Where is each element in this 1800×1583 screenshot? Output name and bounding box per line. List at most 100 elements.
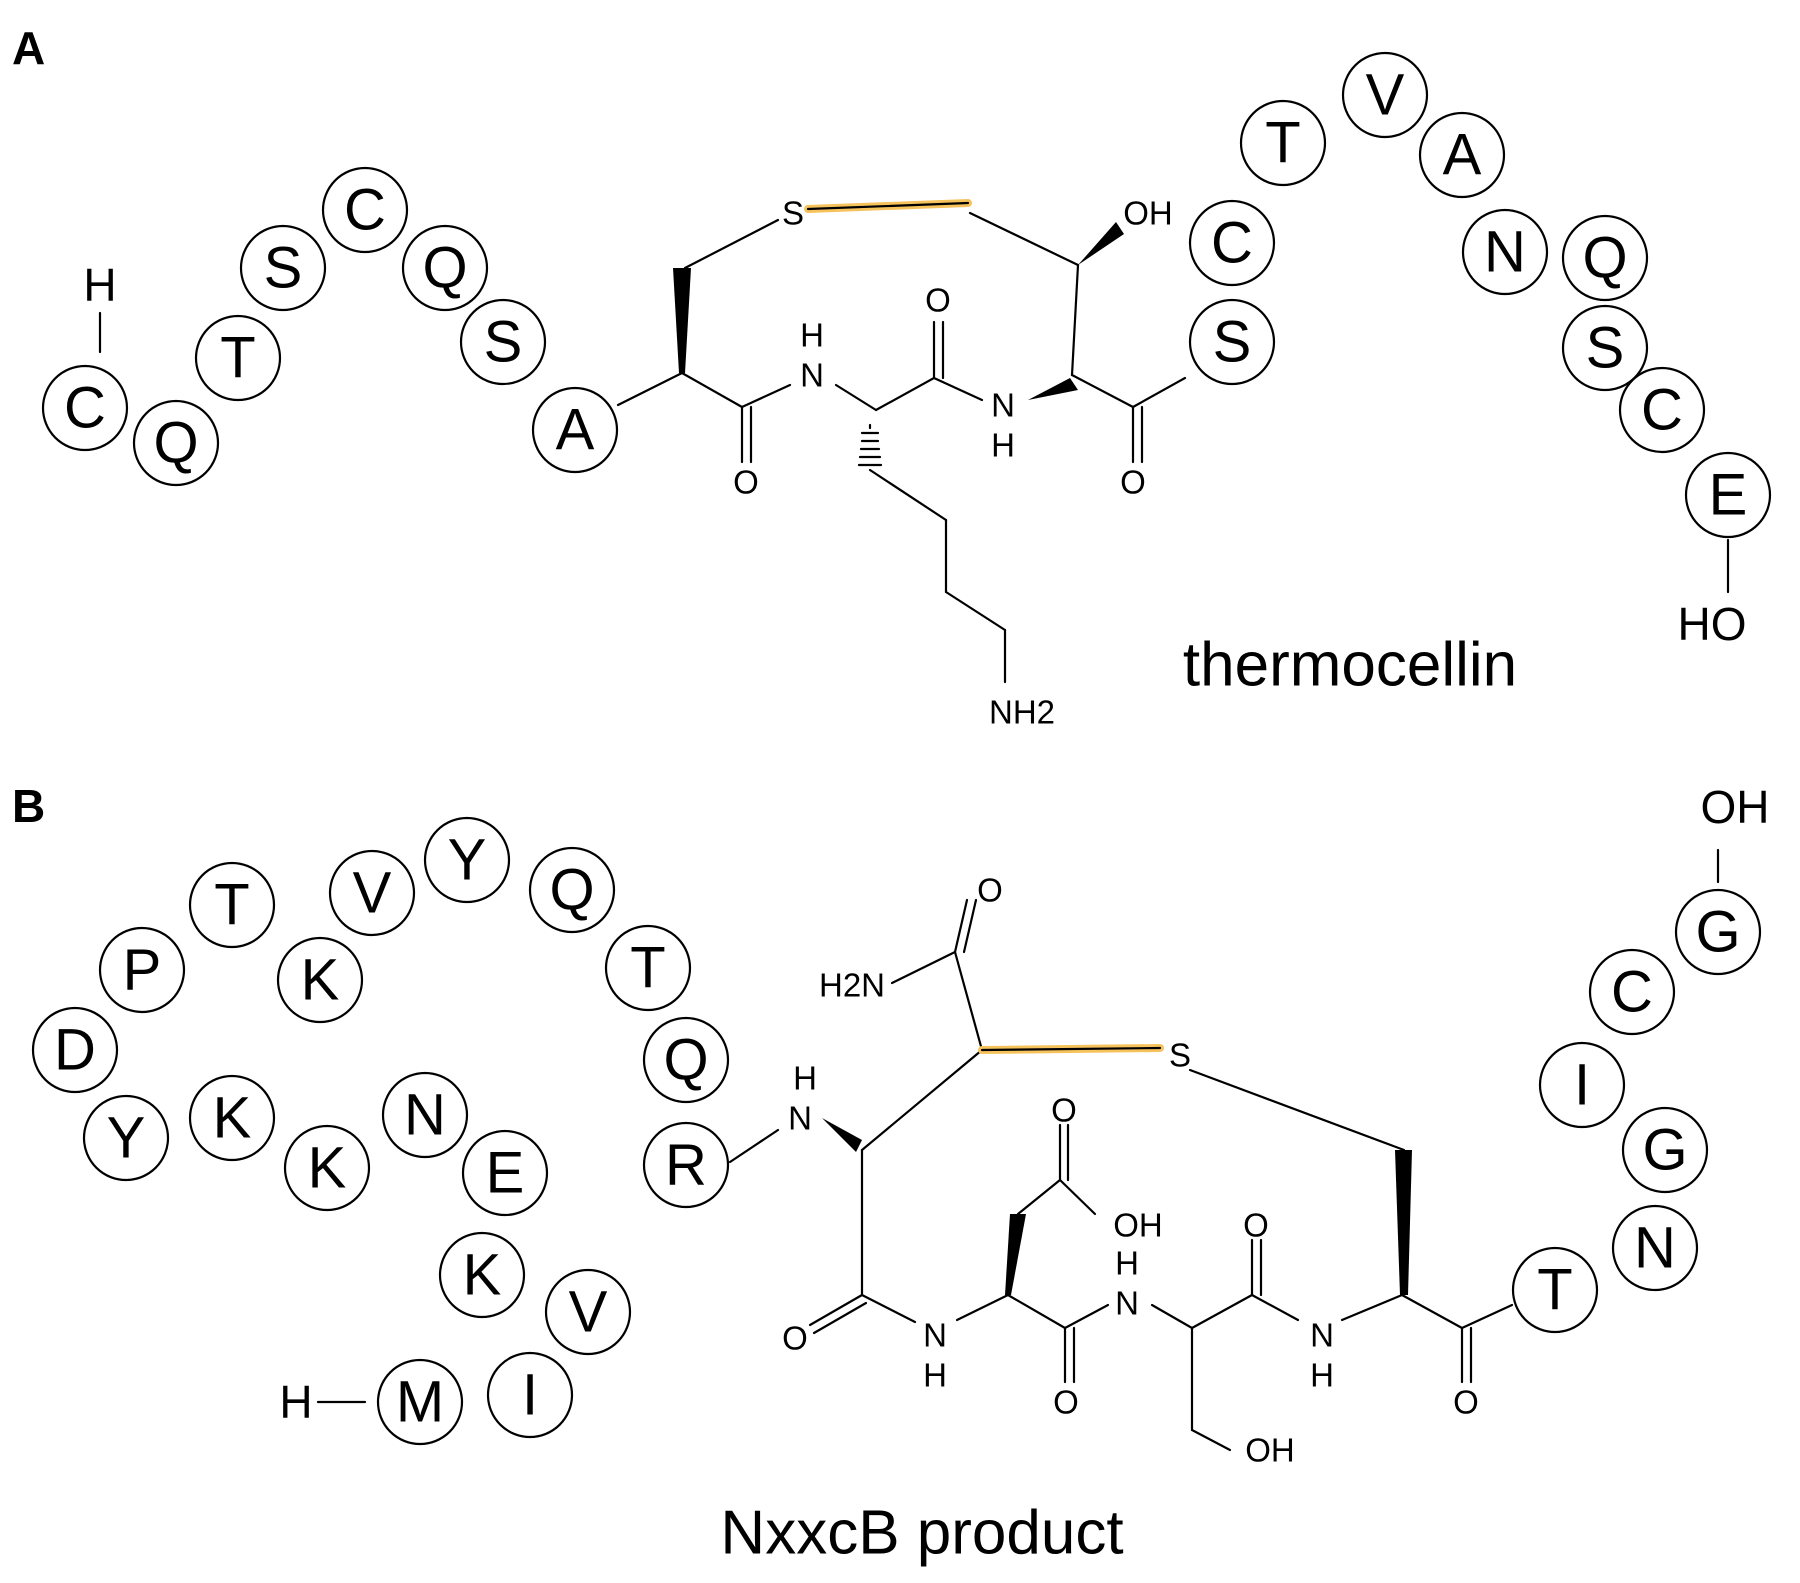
svg-text:O: O xyxy=(782,1320,808,1357)
svg-text:S: S xyxy=(264,236,303,301)
residue-b-22: G xyxy=(1621,1106,1709,1194)
svg-text:O: O xyxy=(977,872,1003,909)
svg-text:K: K xyxy=(308,1136,347,1201)
atom-labels-a: S OH O H N O N H O NH2 xyxy=(733,195,1173,731)
svg-text:H: H xyxy=(793,1060,817,1097)
svg-text:N: N xyxy=(788,1100,812,1137)
residue-b-16: Q xyxy=(528,846,616,934)
svg-text:Q: Q xyxy=(1582,226,1627,291)
residue-b-7: K xyxy=(283,1124,371,1212)
n-term-label-a: H xyxy=(83,259,116,311)
svg-text:C: C xyxy=(1641,378,1683,443)
residue-b-2: I xyxy=(486,1351,574,1439)
svg-text:S: S xyxy=(484,310,523,375)
panel-label-a: A xyxy=(12,22,45,74)
residue-b-10: D xyxy=(31,1006,119,1094)
atom-labels-b: H2N O S H N O OH O N H O H N O N H O OH xyxy=(782,872,1479,1469)
svg-text:Y: Y xyxy=(107,1106,146,1171)
core-structure-a xyxy=(616,211,1187,684)
svg-text:Q: Q xyxy=(549,858,594,923)
svg-text:H2N: H2N xyxy=(819,967,885,1004)
peptide-name-b: NxxcB product xyxy=(720,1499,1123,1568)
residue-b-12: T xyxy=(188,861,276,949)
residue-a-8: A xyxy=(531,386,619,474)
svg-text:Y: Y xyxy=(448,828,487,893)
svg-text:M: M xyxy=(396,1370,444,1435)
residue-a-5: C xyxy=(321,166,409,254)
svg-text:G: G xyxy=(1642,1118,1687,1183)
panel-b: B H OH xyxy=(12,780,1770,1568)
svg-text:K: K xyxy=(213,1086,252,1151)
svg-text:T: T xyxy=(1265,111,1300,176)
svg-text:T: T xyxy=(1537,1258,1572,1323)
svg-text:O: O xyxy=(733,464,759,501)
svg-text:V: V xyxy=(569,1280,608,1345)
svg-text:H: H xyxy=(1115,1245,1139,1282)
core-structure-b xyxy=(728,898,1514,1452)
svg-text:N: N xyxy=(991,387,1015,424)
residue-b-11: P xyxy=(98,926,186,1014)
svg-text:N: N xyxy=(923,1317,947,1354)
residue-a-14: N xyxy=(1461,208,1549,296)
residue-b-4: K xyxy=(438,1231,526,1319)
svg-text:Q: Q xyxy=(153,411,198,476)
residue-b-5: E xyxy=(461,1129,549,1217)
svg-text:OH: OH xyxy=(1123,195,1173,232)
residue-b-17: T xyxy=(604,924,692,1012)
svg-text:O: O xyxy=(1453,1384,1479,1421)
svg-text:H: H xyxy=(991,427,1015,464)
svg-text:S: S xyxy=(1586,316,1625,381)
svg-text:A: A xyxy=(1443,123,1482,188)
residue-a-6: Q xyxy=(401,224,489,312)
svg-text:T: T xyxy=(214,873,249,938)
residue-b-21: N xyxy=(1611,1204,1699,1292)
svg-text:C: C xyxy=(64,376,106,441)
svg-text:H: H xyxy=(800,317,824,354)
svg-text:O: O xyxy=(1243,1207,1269,1244)
residue-chain-b: M I V K E N K K Y D P T K V Y Q T Q R T … xyxy=(31,816,1762,1446)
svg-text:A: A xyxy=(556,398,595,463)
residue-a-1: C xyxy=(41,364,129,452)
svg-text:N: N xyxy=(1115,1285,1139,1322)
residue-b-18: Q xyxy=(642,1016,730,1104)
residue-b-25: G xyxy=(1674,888,1762,976)
residue-a-18: E xyxy=(1684,451,1772,539)
svg-text:G: G xyxy=(1695,900,1740,965)
residue-a-13: A xyxy=(1418,111,1506,199)
svg-text:S: S xyxy=(782,195,804,232)
svg-text:V: V xyxy=(353,861,392,926)
residue-b-6: N xyxy=(381,1071,469,1159)
peptide-name-a: thermocellin xyxy=(1183,631,1517,700)
residue-a-10: C xyxy=(1188,199,1276,287)
c-term-label-b: OH xyxy=(1701,781,1770,833)
residue-b-14: V xyxy=(328,849,416,937)
svg-text:Q: Q xyxy=(663,1028,708,1093)
svg-text:Q: Q xyxy=(422,236,467,301)
svg-text:K: K xyxy=(301,948,340,1013)
svg-text:O: O xyxy=(1053,1384,1079,1421)
svg-text:C: C xyxy=(1211,211,1253,276)
residue-b-9: Y xyxy=(82,1094,170,1182)
svg-text:E: E xyxy=(486,1141,525,1206)
svg-text:D: D xyxy=(54,1018,96,1083)
svg-text:H: H xyxy=(923,1357,947,1394)
svg-text:T: T xyxy=(220,326,255,391)
residue-b-20: T xyxy=(1511,1246,1599,1334)
svg-text:C: C xyxy=(1611,960,1653,1025)
residue-b-19: R xyxy=(642,1121,730,1209)
svg-text:OH: OH xyxy=(1113,1207,1163,1244)
svg-text:P: P xyxy=(123,938,162,1003)
n-term-label-b: H xyxy=(279,1376,312,1428)
svg-text:I: I xyxy=(1574,1053,1590,1118)
residue-b-3: V xyxy=(544,1268,632,1356)
svg-text:T: T xyxy=(630,936,665,1001)
residue-a-15: Q xyxy=(1561,214,1649,302)
svg-text:N: N xyxy=(1484,220,1526,285)
residue-a-3: T xyxy=(194,314,282,402)
residue-b-1: M xyxy=(376,1358,464,1446)
svg-text:N: N xyxy=(1634,1216,1676,1281)
svg-text:O: O xyxy=(1120,464,1146,501)
residue-b-13: K xyxy=(276,936,364,1024)
svg-text:O: O xyxy=(1051,1092,1077,1129)
